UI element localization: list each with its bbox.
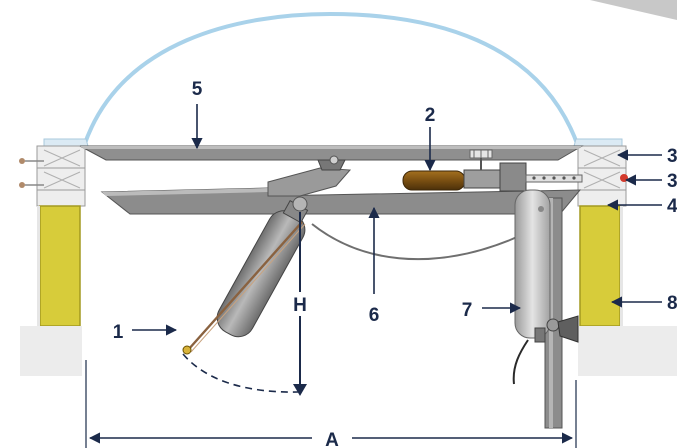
actuator-housing xyxy=(514,189,579,429)
background-streak xyxy=(590,0,677,20)
opening-arc xyxy=(182,353,299,393)
label-3-top: 3 xyxy=(667,146,677,167)
label-3-bottom: 3 xyxy=(667,171,677,192)
curb-base-right xyxy=(578,326,677,376)
battery-cartridge xyxy=(402,170,466,191)
label-4: 4 xyxy=(667,196,677,217)
label-A: A xyxy=(325,430,339,448)
pivot-bolt-icon xyxy=(292,196,308,212)
insulation-left xyxy=(39,205,81,327)
label-8: 8 xyxy=(667,293,677,314)
label-6: 6 xyxy=(369,305,380,326)
label-7: 7 xyxy=(462,300,473,321)
hinge-plate xyxy=(267,167,352,197)
label-1: 1 xyxy=(113,322,124,343)
curb-frame-left xyxy=(19,145,86,207)
skylight-dome xyxy=(43,11,623,147)
label-5: 5 xyxy=(192,79,203,100)
curb-base-left xyxy=(20,326,82,376)
height-arrow-icon xyxy=(293,384,307,396)
strap xyxy=(187,221,303,351)
label-2: 2 xyxy=(425,105,436,126)
insulation-right xyxy=(579,205,621,327)
label-H: H xyxy=(293,295,307,316)
valve-block xyxy=(463,149,583,192)
